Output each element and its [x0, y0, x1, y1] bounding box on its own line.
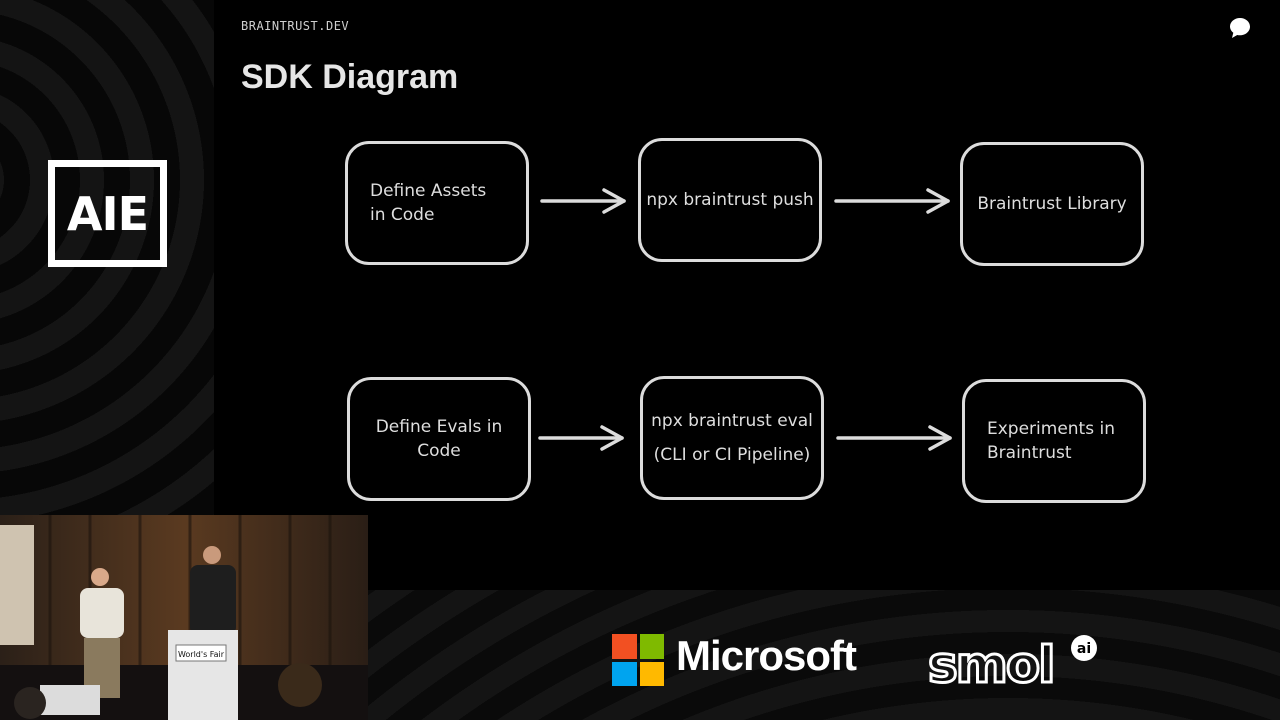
smol-text: smol	[928, 636, 1053, 690]
node-experiments: Experiments in Braintrust	[962, 379, 1146, 503]
node-define-evals: Define Evals in Code	[347, 377, 531, 501]
chat-bubble-icon[interactable]	[1228, 16, 1252, 40]
site-label: BRAINTRUST.DEV	[241, 19, 350, 33]
node-push: npx braintrust push	[638, 138, 822, 262]
node-line: (CLI or CI Pipeline)	[653, 445, 811, 465]
node-library: Braintrust Library	[960, 142, 1144, 266]
node-line: npx braintrust push	[646, 190, 814, 210]
node-line: Define Assets	[370, 181, 487, 201]
microsoft-logo	[612, 634, 664, 686]
microsoft-wordmark: Microsoft	[676, 632, 857, 679]
smol-ai-logo: smol ai	[928, 635, 1097, 690]
node-line: npx braintrust eval	[651, 411, 813, 431]
node-line: Experiments in	[987, 419, 1115, 439]
smol-ai-badge: ai	[1077, 641, 1091, 657]
sponsor-band	[368, 590, 1280, 720]
node-line: Code	[417, 441, 461, 461]
node-line: Braintrust Library	[977, 194, 1127, 214]
node-line: in Code	[370, 205, 435, 225]
node-define-assets: Define Assets in Code	[345, 141, 529, 265]
speaker-camera-feed: World's Fair	[0, 515, 368, 720]
node-line: Braintrust	[987, 443, 1072, 463]
slide-title: SDK Diagram	[241, 58, 459, 96]
slide-area	[214, 0, 1280, 590]
stage-photo: World's Fair	[0, 515, 368, 720]
aie-logo: AIE	[48, 160, 167, 267]
node-line: Define Evals in	[375, 417, 503, 437]
podium-sign: World's Fair	[178, 650, 225, 659]
node-eval: npx braintrust eval (CLI or CI Pipeline)	[640, 376, 824, 500]
